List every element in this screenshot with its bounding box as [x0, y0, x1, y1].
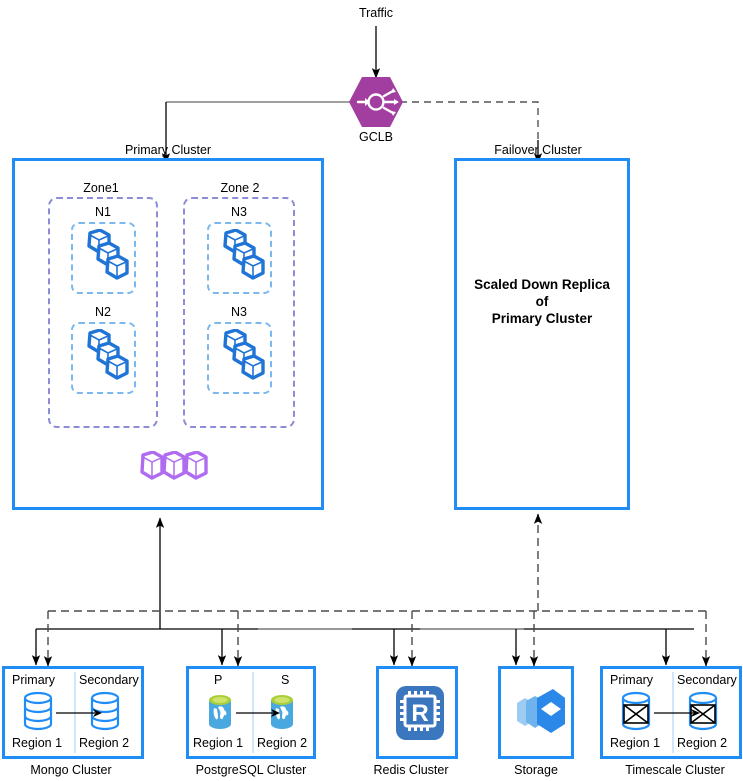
mongo-left-role: Primary: [12, 673, 56, 687]
timescale-right-region: Region 2: [677, 736, 728, 750]
timescale-replication-arrow: [654, 709, 700, 717]
mongo-database-icon: [90, 691, 120, 731]
timescale-left-region: Region 1: [610, 736, 661, 750]
postgres-left-role: P: [214, 673, 223, 687]
failover-text-line-1: Scaled Down Replica: [474, 277, 610, 292]
traffic-label: Traffic: [358, 6, 394, 20]
timescale-database-icon: [688, 691, 718, 731]
mongo-database-icon: [23, 691, 53, 731]
pods-icon: [223, 229, 265, 280]
redis-chip-icon: R: [396, 686, 444, 740]
load-balancer-icon: [349, 77, 403, 127]
pods-purple-icon: [140, 451, 208, 480]
timescale-left-role: Primary: [610, 673, 654, 687]
postgres-elephant-icon: [209, 695, 231, 729]
postgres-replication-arrow: [236, 709, 280, 717]
gclb-label: GCLB: [358, 130, 394, 144]
postgres-cluster-caption: PostgreSQL Cluster: [195, 763, 307, 777]
mongo-right-region: Region 2: [79, 736, 130, 750]
failover-cluster-text: Scaled Down Replica of Primary Cluster: [474, 276, 610, 327]
timescale-cluster-box[interactable]: Primary Secondary Region 1 Region 2: [600, 666, 742, 759]
pods-icon: [87, 329, 129, 380]
failover-text-line-3: Primary Cluster: [491, 311, 593, 326]
node-n1-box[interactable]: [71, 222, 136, 294]
mongo-right-role: Secondary: [79, 673, 139, 687]
node-n1-label: N1: [95, 205, 111, 219]
failover-cluster-box[interactable]: Scaled Down Replica of Primary Cluster: [454, 158, 630, 510]
mongo-replication-arrow: [56, 709, 102, 717]
postgres-elephant-icon: [271, 695, 293, 729]
failover-cluster-label: Failover Cluster: [494, 143, 582, 157]
redis-cluster-caption: Redis Cluster: [373, 763, 449, 777]
zone2-label: Zone 2: [220, 181, 260, 195]
node-n3a-label: N3: [231, 205, 247, 219]
mongo-cluster-caption: Mongo Cluster: [30, 763, 112, 777]
redis-cluster-box[interactable]: R: [376, 666, 458, 759]
postgres-cluster-box[interactable]: P S Region 1 Region 2: [186, 666, 316, 759]
node-n2-label: N2: [95, 305, 111, 319]
mongo-cluster-box[interactable]: Primary Secondary Region 1 Region 2: [2, 666, 144, 759]
failover-text-line-2: of: [535, 294, 549, 309]
edge-gclb-to-failover: [400, 101, 539, 140]
node-n3b-label: N3: [231, 305, 247, 319]
mongo-left-region: Region 1: [12, 736, 63, 750]
primary-cluster-label: Primary Cluster: [124, 143, 212, 157]
zone-1-box[interactable]: [48, 197, 158, 428]
postgres-left-region: Region 1: [193, 736, 244, 750]
storage-caption: Storage: [514, 763, 558, 777]
pods-icon: [87, 229, 129, 280]
storage-cubes-icon: [517, 689, 565, 733]
zone-2-box[interactable]: [183, 197, 295, 428]
node-n3a-box[interactable]: [207, 222, 272, 294]
pods-icon: [223, 329, 265, 380]
timescale-cluster-caption: Timescale Cluster: [625, 763, 725, 777]
node-n2-box[interactable]: [71, 322, 136, 394]
svg-text:R: R: [411, 700, 428, 727]
zone1-label: Zone1: [83, 181, 119, 195]
postgres-right-role: S: [281, 673, 290, 687]
timescale-right-role: Secondary: [677, 673, 737, 687]
storage-box[interactable]: [498, 666, 574, 759]
primary-cluster-box[interactable]: Zone1 N1 N2 Zone 2 N3 N3: [12, 158, 324, 510]
timescale-database-icon: [621, 691, 651, 731]
node-n3b-box[interactable]: [207, 322, 272, 394]
postgres-right-region: Region 2: [257, 736, 308, 750]
